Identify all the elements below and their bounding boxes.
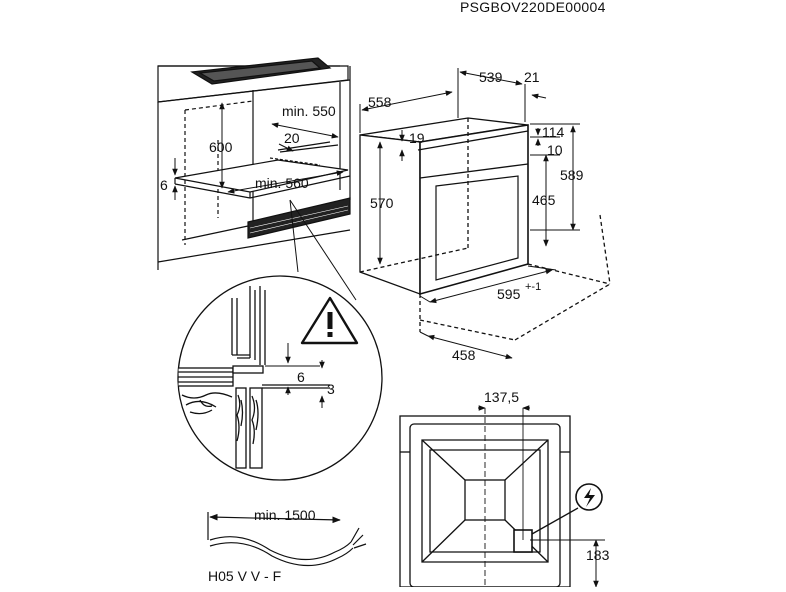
warning-triangle-icon xyxy=(300,296,359,345)
rear-offset-label: 137,5 xyxy=(484,389,519,405)
oven-width-tolerance-label: +-1 xyxy=(525,281,541,293)
cabinet-dimensions xyxy=(172,102,344,200)
cable-type-label: H05 V V - F xyxy=(208,568,281,584)
rear-height-label: 183 xyxy=(586,547,610,563)
cable-drawing xyxy=(207,512,367,567)
oven-top-step-label: 114 xyxy=(542,124,565,140)
oven-top-offset-label: 19 xyxy=(409,130,425,146)
cable-min-length-label: min. 1500 xyxy=(254,507,316,523)
oven-dimensions xyxy=(359,68,580,360)
oven-front-step-label: 10 xyxy=(547,142,563,158)
detail-gap-b-label: 3 xyxy=(327,381,335,397)
detail-circle: 6 3 xyxy=(177,275,383,481)
oven-front-thickness-label: 21 xyxy=(524,69,540,85)
electrical-connection-icon xyxy=(575,483,603,511)
oven-depth-total-label: 558 xyxy=(368,94,392,110)
cabinet-min-width-label: min. 550 xyxy=(282,103,336,119)
detail-leader xyxy=(289,199,357,301)
rear-dimensions xyxy=(478,405,605,588)
cabinet-height-label: 600 xyxy=(209,139,233,155)
oven-bottom-depth-label: 458 xyxy=(452,347,476,363)
product-code: PSGBOV220DE00004 xyxy=(460,0,606,15)
oven-height-total-label: 589 xyxy=(560,167,584,183)
cabinet-min-depth-label: min. 560 xyxy=(255,175,309,191)
cabinet-back-gap-label: 20 xyxy=(284,130,300,146)
detail-gap-a-label: 6 xyxy=(297,369,305,385)
oven-drawing xyxy=(359,117,611,341)
oven-height-body-label: 570 xyxy=(370,195,394,211)
rear-view-drawing xyxy=(399,408,579,588)
oven-width-label: 595 xyxy=(497,286,521,302)
oven-height-front-label: 465 xyxy=(532,192,556,208)
oven-depth-body-label: 539 xyxy=(479,69,503,85)
cabinet-floor-offset-label: 6 xyxy=(160,177,168,193)
